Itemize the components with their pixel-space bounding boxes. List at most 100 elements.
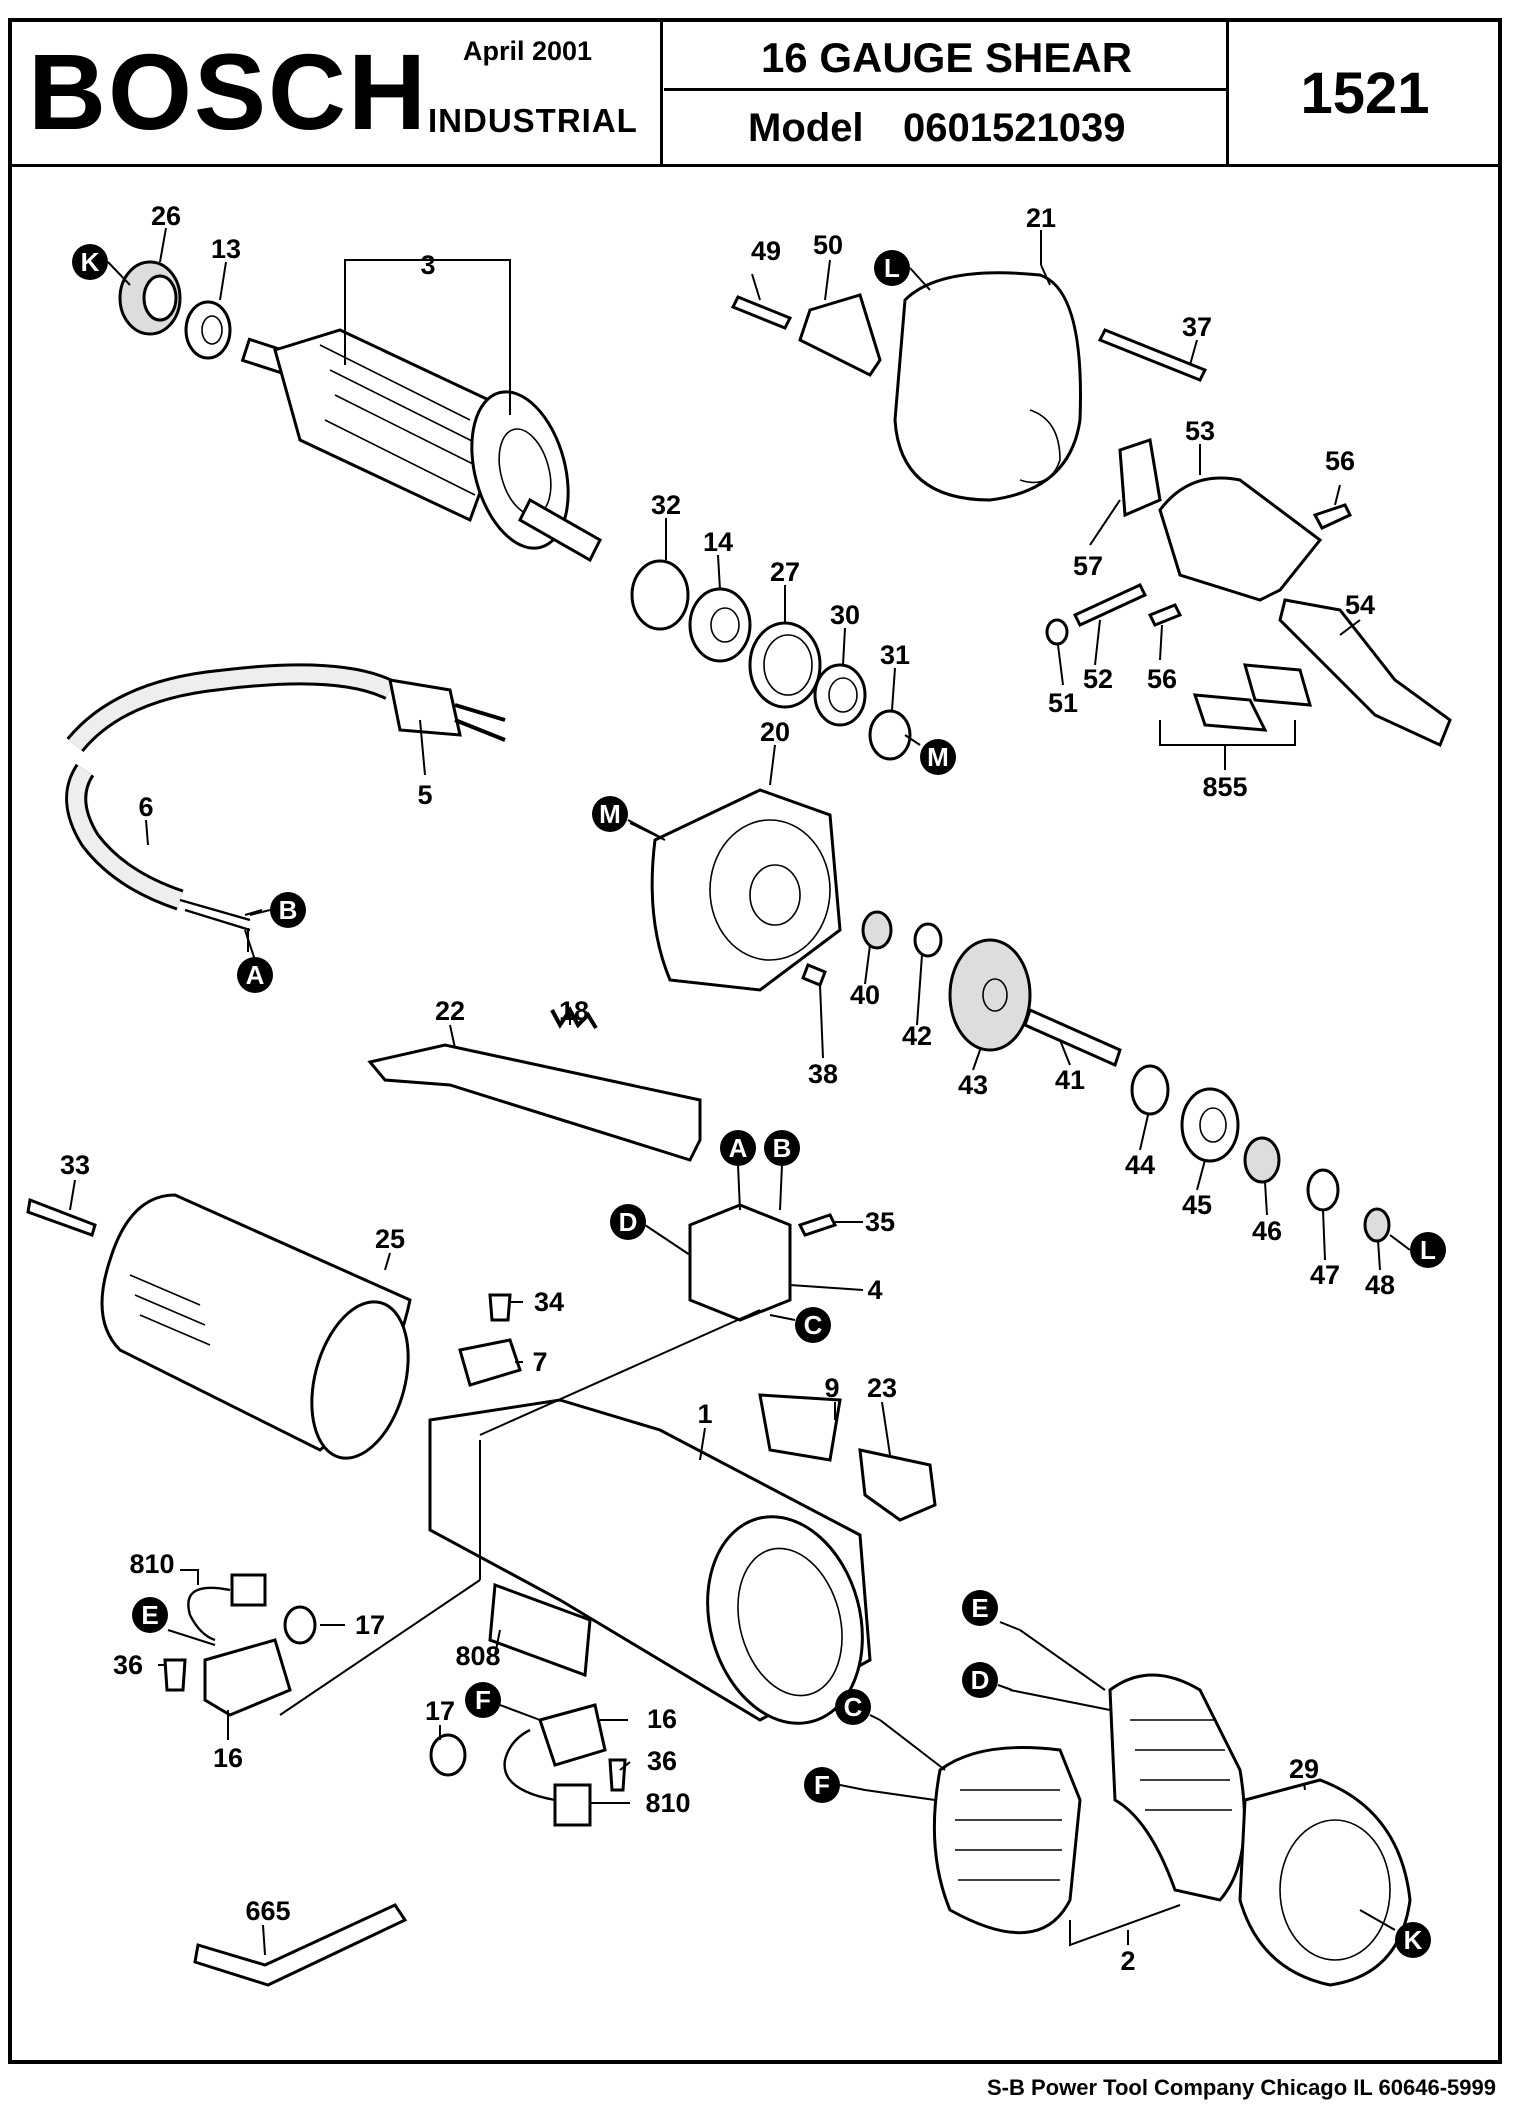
key-label: A bbox=[246, 960, 265, 990]
part-855-drawing bbox=[1192, 693, 1268, 732]
part-54-drawing bbox=[1278, 598, 1452, 748]
part-57-drawing bbox=[1118, 438, 1162, 518]
key-marker bbox=[962, 1590, 998, 1626]
key-label: F bbox=[475, 1685, 491, 1715]
callout-16: 16 bbox=[213, 1743, 243, 1773]
callout-53: 53 bbox=[1185, 416, 1215, 446]
callout-6: 6 bbox=[138, 792, 153, 822]
part-17-drawing bbox=[429, 1733, 467, 1777]
part-16-drawing bbox=[538, 1703, 607, 1767]
part-41-drawing bbox=[1023, 1007, 1122, 1068]
callout-36: 36 bbox=[113, 1650, 143, 1680]
callout-25: 25 bbox=[375, 1224, 405, 1254]
key-label: F bbox=[814, 1770, 830, 1800]
key-marker bbox=[132, 1597, 168, 1633]
callout-18: 18 bbox=[559, 996, 589, 1026]
header-divider bbox=[660, 18, 663, 164]
callout-4: 4 bbox=[867, 1275, 882, 1305]
key-label: A bbox=[729, 1133, 748, 1163]
callout-26: 26 bbox=[151, 201, 181, 231]
part-3-drawing bbox=[240, 328, 602, 563]
key-marker bbox=[592, 796, 628, 832]
key-marker bbox=[804, 1767, 840, 1803]
part-810-drawing bbox=[553, 1783, 592, 1827]
callout-2: 2 bbox=[1120, 1946, 1135, 1976]
brand-logo: BOSCH bbox=[28, 31, 429, 152]
callout-35: 35 bbox=[865, 1207, 895, 1237]
part-56-drawing bbox=[1312, 503, 1353, 530]
part-26-drawing bbox=[142, 274, 178, 322]
part-29-drawing bbox=[1238, 1778, 1412, 1987]
callout-32: 32 bbox=[651, 490, 681, 520]
part-35-drawing bbox=[797, 1213, 838, 1237]
key-label: C bbox=[804, 1310, 823, 1340]
callout-5: 5 bbox=[417, 780, 432, 810]
callout-22: 22 bbox=[435, 996, 465, 1026]
part-810-drawing bbox=[230, 1573, 267, 1607]
callout-17: 17 bbox=[425, 1696, 455, 1726]
key-label: M bbox=[599, 799, 621, 829]
part-37-drawing bbox=[1097, 328, 1208, 382]
callout-810: 810 bbox=[645, 1788, 690, 1818]
header-divider bbox=[664, 88, 1229, 91]
key-marker bbox=[465, 1682, 501, 1718]
callout-9: 9 bbox=[824, 1373, 839, 1403]
callout-42: 42 bbox=[902, 1021, 932, 1051]
callout-1: 1 bbox=[697, 1399, 712, 1429]
part-drawings bbox=[26, 260, 1452, 1987]
callout-855: 855 bbox=[1202, 772, 1247, 802]
part-36-drawing bbox=[608, 1758, 627, 1792]
key-marker bbox=[1410, 1232, 1446, 1268]
callout-29: 29 bbox=[1289, 1754, 1319, 1784]
callout-23: 23 bbox=[867, 1373, 897, 1403]
callout-56: 56 bbox=[1325, 446, 1355, 476]
connection-keys: K L M M B A A B D C L E F E D C F K bbox=[72, 244, 1446, 1958]
publisher-footer: S-B Power Tool Company Chicago IL 60646-… bbox=[987, 2075, 1496, 2100]
part-23-drawing bbox=[858, 1448, 937, 1522]
part-40-drawing bbox=[861, 910, 893, 950]
key-marker bbox=[610, 1204, 646, 1240]
division-label: INDUSTRIAL bbox=[428, 102, 638, 139]
part-5-drawing bbox=[388, 678, 462, 737]
part-855-drawing bbox=[1242, 663, 1313, 707]
tool-title: 16 GAUGE SHEAR bbox=[760, 34, 1133, 81]
part-34-drawing bbox=[488, 1293, 512, 1322]
key-marker bbox=[835, 1689, 871, 1725]
callout-14: 14 bbox=[703, 527, 733, 557]
key-marker bbox=[72, 244, 108, 280]
callout-54: 54 bbox=[1345, 590, 1375, 620]
part-47-drawing bbox=[1306, 1168, 1340, 1212]
callout-31: 31 bbox=[880, 640, 910, 670]
part-27-drawing bbox=[748, 621, 822, 709]
part-17-drawing bbox=[283, 1605, 317, 1645]
part-2-drawing bbox=[1108, 1673, 1246, 1902]
callout-27: 27 bbox=[770, 557, 800, 587]
model-number: 0601521039 bbox=[903, 106, 1126, 150]
callout-56: 56 bbox=[1147, 664, 1177, 694]
key-marker bbox=[1395, 1922, 1431, 1958]
part-20-drawing bbox=[650, 788, 842, 992]
key-marker bbox=[764, 1130, 800, 1166]
callout-43: 43 bbox=[958, 1070, 988, 1100]
key-marker bbox=[237, 957, 273, 993]
part-44-drawing bbox=[1130, 1064, 1170, 1116]
part-38-drawing bbox=[801, 963, 827, 987]
key-marker bbox=[920, 739, 956, 775]
part-56-drawing bbox=[1147, 603, 1183, 627]
callout-808: 808 bbox=[455, 1641, 500, 1671]
drawing-frame bbox=[8, 18, 1502, 2064]
key-label: K bbox=[1404, 1925, 1423, 1955]
callout-34: 34 bbox=[534, 1287, 564, 1317]
callout-33: 33 bbox=[60, 1150, 90, 1180]
callout-51: 51 bbox=[1048, 688, 1078, 718]
part-22-drawing bbox=[367, 1043, 702, 1162]
part-14-drawing bbox=[688, 587, 752, 663]
key-label: K bbox=[81, 247, 100, 277]
callout-20: 20 bbox=[760, 717, 790, 747]
part-49-drawing bbox=[730, 295, 793, 330]
part-43-drawing bbox=[948, 938, 1032, 1052]
part-31-drawing bbox=[868, 709, 912, 761]
part-13-drawing bbox=[184, 300, 232, 360]
callout-48: 48 bbox=[1365, 1270, 1395, 1300]
